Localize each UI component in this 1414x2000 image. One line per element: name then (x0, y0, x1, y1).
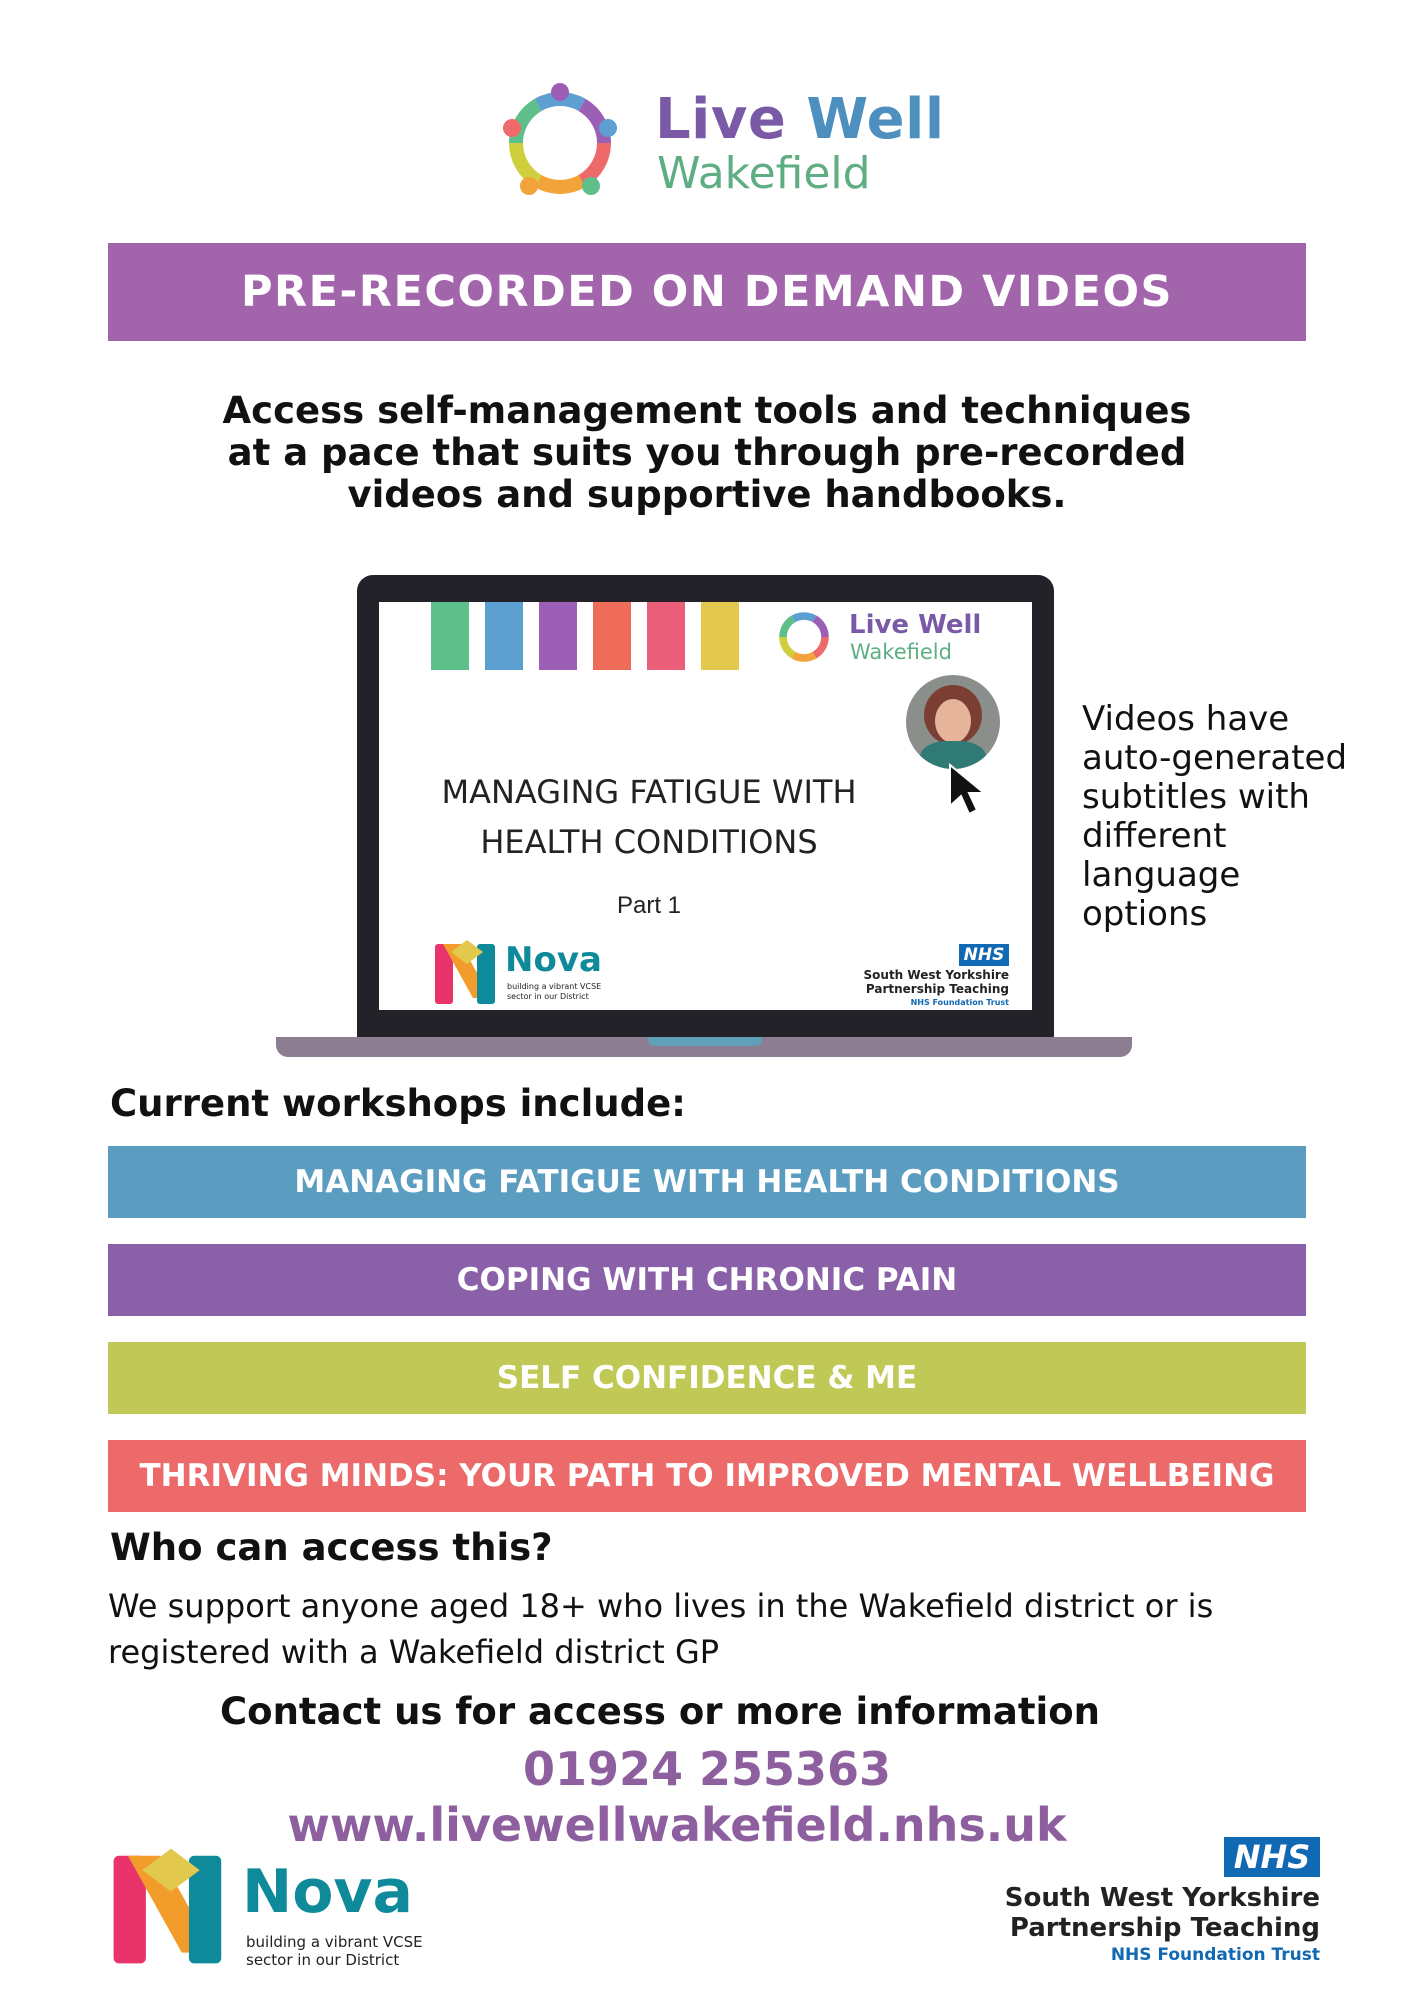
screen-logo-wakefield: Wakefield (850, 640, 952, 664)
screen-logo-live-well: Live Well (849, 610, 982, 640)
subtitles-note: Videos have auto-generated subtitles wit… (1082, 699, 1348, 934)
video-part: Part 1 (616, 892, 682, 919)
intro-text: Access self-management tools and techniq… (150, 390, 1264, 516)
intro-line: at a pace that suits you through pre-rec… (227, 431, 1187, 474)
nhs-logo: NHS South West Yorkshire Partnership Tea… (1004, 1837, 1320, 1965)
community-ring-icon (503, 83, 617, 195)
title-banner: PRE-RECORDED ON DEMAND VIDEOS (108, 243, 1306, 341)
color-stripe (431, 602, 469, 670)
color-stripe (647, 602, 685, 670)
laptop-base (276, 1037, 1132, 1057)
community-ring-icon (779, 612, 829, 662)
color-stripe (701, 602, 739, 670)
website-link[interactable]: www.livewellwakefield.nhs.uk (287, 1798, 1067, 1852)
access-description: We support anyone aged 18+ who lives in … (108, 1587, 1214, 1671)
nova-logo-small: Nova building a vibrant VCSE sector in o… (433, 938, 643, 1010)
live-well-wakefield-logo: Live Well Wakefield (495, 78, 944, 208)
logo-well: Well (806, 87, 945, 152)
nhs-logo-small: NHS South West Yorkshire Partnership Tea… (863, 944, 1009, 1007)
intro-line: Access self-management tools and techniq… (222, 389, 1192, 432)
workshops-heading: Current workshops include: (110, 1082, 686, 1125)
logo-live: Live (655, 87, 787, 152)
logo-wakefield: Wakefield (657, 148, 871, 199)
nova-logo: Nova building a vibrant VCSE sector in o… (110, 1845, 430, 1970)
color-stripe (485, 602, 523, 670)
color-stripe (539, 602, 577, 670)
laptop-notch (648, 1037, 762, 1046)
workshop-bar: SELF CONFIDENCE & ME (108, 1342, 1306, 1414)
presenter-avatar (906, 675, 1000, 769)
nova-n-icon (435, 940, 495, 1004)
access-heading: Who can access this? (110, 1526, 553, 1569)
video-title: MANAGING FATIGUE WITH HEALTH CONDITIONS (441, 773, 857, 861)
laptop-screen: Live Well Wakefield MANAGING FATIGUE WIT… (379, 602, 1032, 1010)
intro-line: videos and supportive handbooks. (347, 473, 1067, 516)
phone-number[interactable]: 01924 255363 (522, 1742, 892, 1796)
contact-heading: Contact us for access or more informatio… (220, 1690, 1100, 1733)
workshop-bar: THRIVING MINDS: YOUR PATH TO IMPROVED ME… (108, 1440, 1306, 1512)
workshop-bar: COPING WITH CHRONIC PAIN (108, 1244, 1306, 1316)
cursor-arrow-icon (949, 762, 987, 816)
color-stripe (593, 602, 631, 670)
workshop-bar: MANAGING FATIGUE WITH HEALTH CONDITIONS (108, 1146, 1306, 1218)
nova-n-icon (113, 1848, 222, 1964)
